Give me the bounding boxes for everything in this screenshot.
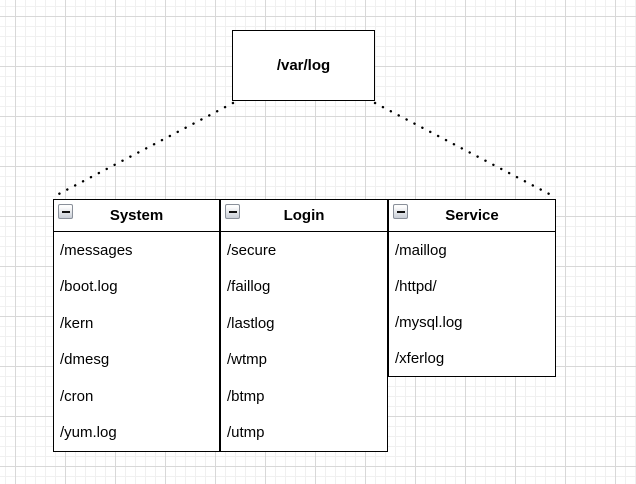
connector-varlog-system[interactable]	[53, 101, 235, 198]
list-item[interactable]: /dmesg	[60, 351, 110, 369]
list-item[interactable]: /secure	[227, 241, 277, 259]
list-item[interactable]: /maillog	[395, 241, 447, 259]
list-item[interactable]: /cron	[60, 387, 94, 405]
list-item[interactable]: /httpd/	[395, 277, 437, 295]
list-item[interactable]: /boot.log	[60, 278, 118, 296]
list-item[interactable]: /xferlog	[395, 349, 445, 367]
connector-varlog-service[interactable]	[373, 101, 555, 198]
list-item[interactable]: /btmp	[227, 387, 265, 405]
list-title: Login	[283, 207, 325, 224]
list-header-system: System	[54, 200, 219, 232]
list-item[interactable]: /lastlog	[227, 314, 275, 332]
list-title: System	[109, 207, 164, 224]
node-var-log[interactable]: /var/log	[232, 30, 375, 101]
list-header-service: Service	[389, 200, 555, 232]
minus-glyph	[228, 210, 237, 213]
list-box-service[interactable]: Service/maillog/httpd/ /mysql.log/xferlog	[388, 199, 556, 377]
minus-icon[interactable]	[58, 204, 73, 219]
list-box-login[interactable]: Login/secure/faillog/lastlog/wtmp/btmp/u…	[220, 199, 388, 452]
list-item[interactable]: /kern	[60, 314, 94, 332]
list-item[interactable]: /utmp	[227, 424, 265, 442]
minus-icon[interactable]	[393, 204, 408, 219]
list-items-system: /messages/boot.log/kern/dmesg/cron/yum.l…	[54, 232, 219, 451]
list-item[interactable]: /mysql.log	[395, 313, 463, 331]
list-item[interactable]: /wtmp	[227, 351, 268, 369]
minus-icon[interactable]	[225, 204, 240, 219]
list-box-system[interactable]: System/messages/boot.log/kern/dmesg/cron…	[53, 199, 220, 452]
list-item[interactable]: /messages	[60, 241, 133, 259]
list-header-login: Login	[221, 200, 387, 232]
node-var-log-label: /var/log	[276, 57, 331, 74]
list-items-login: /secure/faillog/lastlog/wtmp/btmp/utmp	[221, 232, 387, 451]
list-title: Service	[445, 207, 499, 224]
list-item[interactable]: /yum.log	[60, 424, 117, 442]
minus-glyph	[396, 210, 405, 213]
list-items-service: /maillog/httpd/ /mysql.log/xferlog	[389, 232, 555, 376]
list-item[interactable]: /faillog	[227, 278, 271, 296]
minus-glyph	[61, 210, 70, 213]
